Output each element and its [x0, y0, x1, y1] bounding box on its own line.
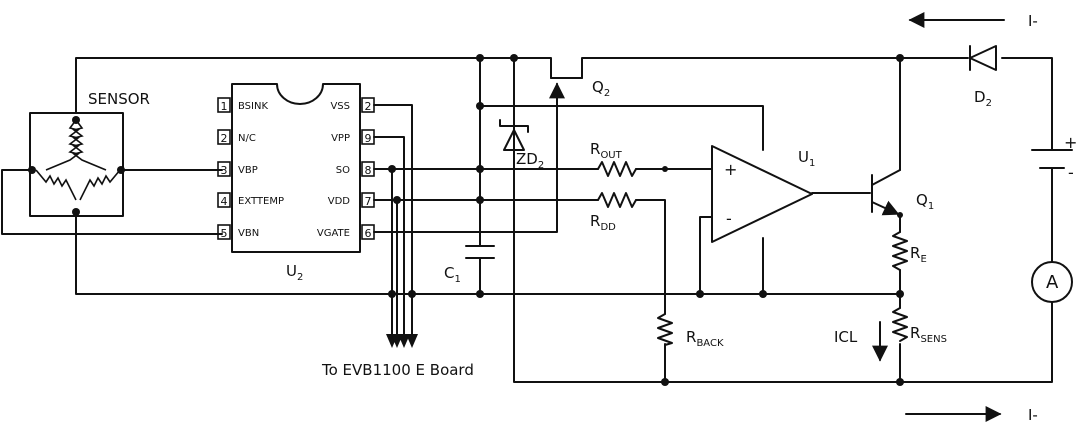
- d2-label: D2: [974, 88, 992, 109]
- sensor-label: SENSOR: [88, 90, 150, 108]
- ic-pin-2-number: 2: [221, 132, 228, 145]
- opamp-plus: +: [724, 160, 737, 179]
- opamp-minus: -: [726, 209, 732, 228]
- rdd-label: RDD: [590, 212, 616, 233]
- u1-label: U1: [798, 148, 815, 169]
- junction-dots: [388, 54, 904, 386]
- zener-zd2: ZD2: [499, 119, 544, 171]
- board-connector-arrows: To EVB1100 E Board: [321, 334, 474, 379]
- ic-pin-1-number: 1: [221, 100, 228, 113]
- ic-pin-8-name: SO: [336, 165, 350, 176]
- ic-pin-8-number: 8: [365, 164, 372, 177]
- ic-pin-9-number: 9: [365, 132, 372, 145]
- ammeter-label: A: [1046, 272, 1059, 293]
- ic-pin-10-name: VSS: [330, 101, 350, 112]
- ic-pin-9-name: VPP: [331, 133, 350, 144]
- c1-label: C1: [444, 264, 461, 285]
- diode-d2: D2: [961, 45, 997, 109]
- rsens-label: RSENS: [910, 324, 947, 345]
- q2-label: Q2: [592, 78, 610, 99]
- resistor-rback: RBACK: [657, 313, 724, 349]
- resistor-rsens: RSENS: [892, 307, 947, 345]
- ic-pin-1-name: BSINK: [238, 101, 268, 112]
- ic-pin-2-name: N/C: [238, 133, 256, 144]
- q1-label: Q1: [916, 191, 934, 212]
- battery-plus: +: [1064, 133, 1077, 152]
- zd2-label: ZD2: [516, 150, 544, 171]
- ic-u2-label: U2: [286, 262, 303, 283]
- ic-pin-3-number: 3: [221, 164, 228, 177]
- ic-u2: 1 2 3 4 5 BSINK N/C VBP EXTTEMP VBN 2 9 …: [217, 83, 375, 283]
- capacitor-c1: C1: [444, 245, 495, 285]
- icl-label: ICL: [834, 328, 858, 346]
- ic-pin-5-name: VBN: [238, 228, 259, 239]
- resistor-rout: ROUT: [590, 140, 668, 177]
- transistor-q1: Q1: [871, 169, 934, 216]
- re-label: RE: [910, 244, 927, 265]
- board-label: To EVB1100 E Board: [321, 361, 474, 379]
- resistor-rdd: RDD: [590, 192, 637, 233]
- rback-label: RBACK: [686, 328, 724, 349]
- wires: [1, 57, 1053, 383]
- current-bottom-label: I-: [1028, 406, 1038, 424]
- ic-pin-6-name: VGATE: [317, 228, 350, 239]
- resistor-re: RE: [892, 231, 927, 271]
- current-top-label: I-: [1028, 12, 1038, 30]
- rout-label: ROUT: [590, 140, 623, 161]
- icl-current: ICL: [834, 321, 888, 362]
- ammeter: A: [1031, 261, 1073, 303]
- battery: + -: [1031, 133, 1077, 182]
- transistor-q2: Q2: [549, 77, 610, 99]
- opamp-u1: + - U1: [711, 145, 815, 243]
- ic-pin-7-name: VDD: [328, 196, 351, 207]
- ic-pin-7-number: 7: [365, 195, 372, 208]
- ic-pin-4-name: EXTTEMP: [238, 196, 284, 207]
- battery-minus: -: [1068, 163, 1074, 182]
- ic-pin-4-number: 4: [221, 195, 228, 208]
- ic-pin-6-number: 6: [365, 227, 372, 240]
- sensor-bridge: SENSOR: [28, 90, 150, 217]
- ic-pin-10-number: 2: [365, 100, 372, 113]
- ic-pin-3-name: VBP: [238, 165, 258, 176]
- current-arrows: I- I-: [905, 12, 1038, 424]
- ic-pin-5-number: 5: [221, 227, 228, 240]
